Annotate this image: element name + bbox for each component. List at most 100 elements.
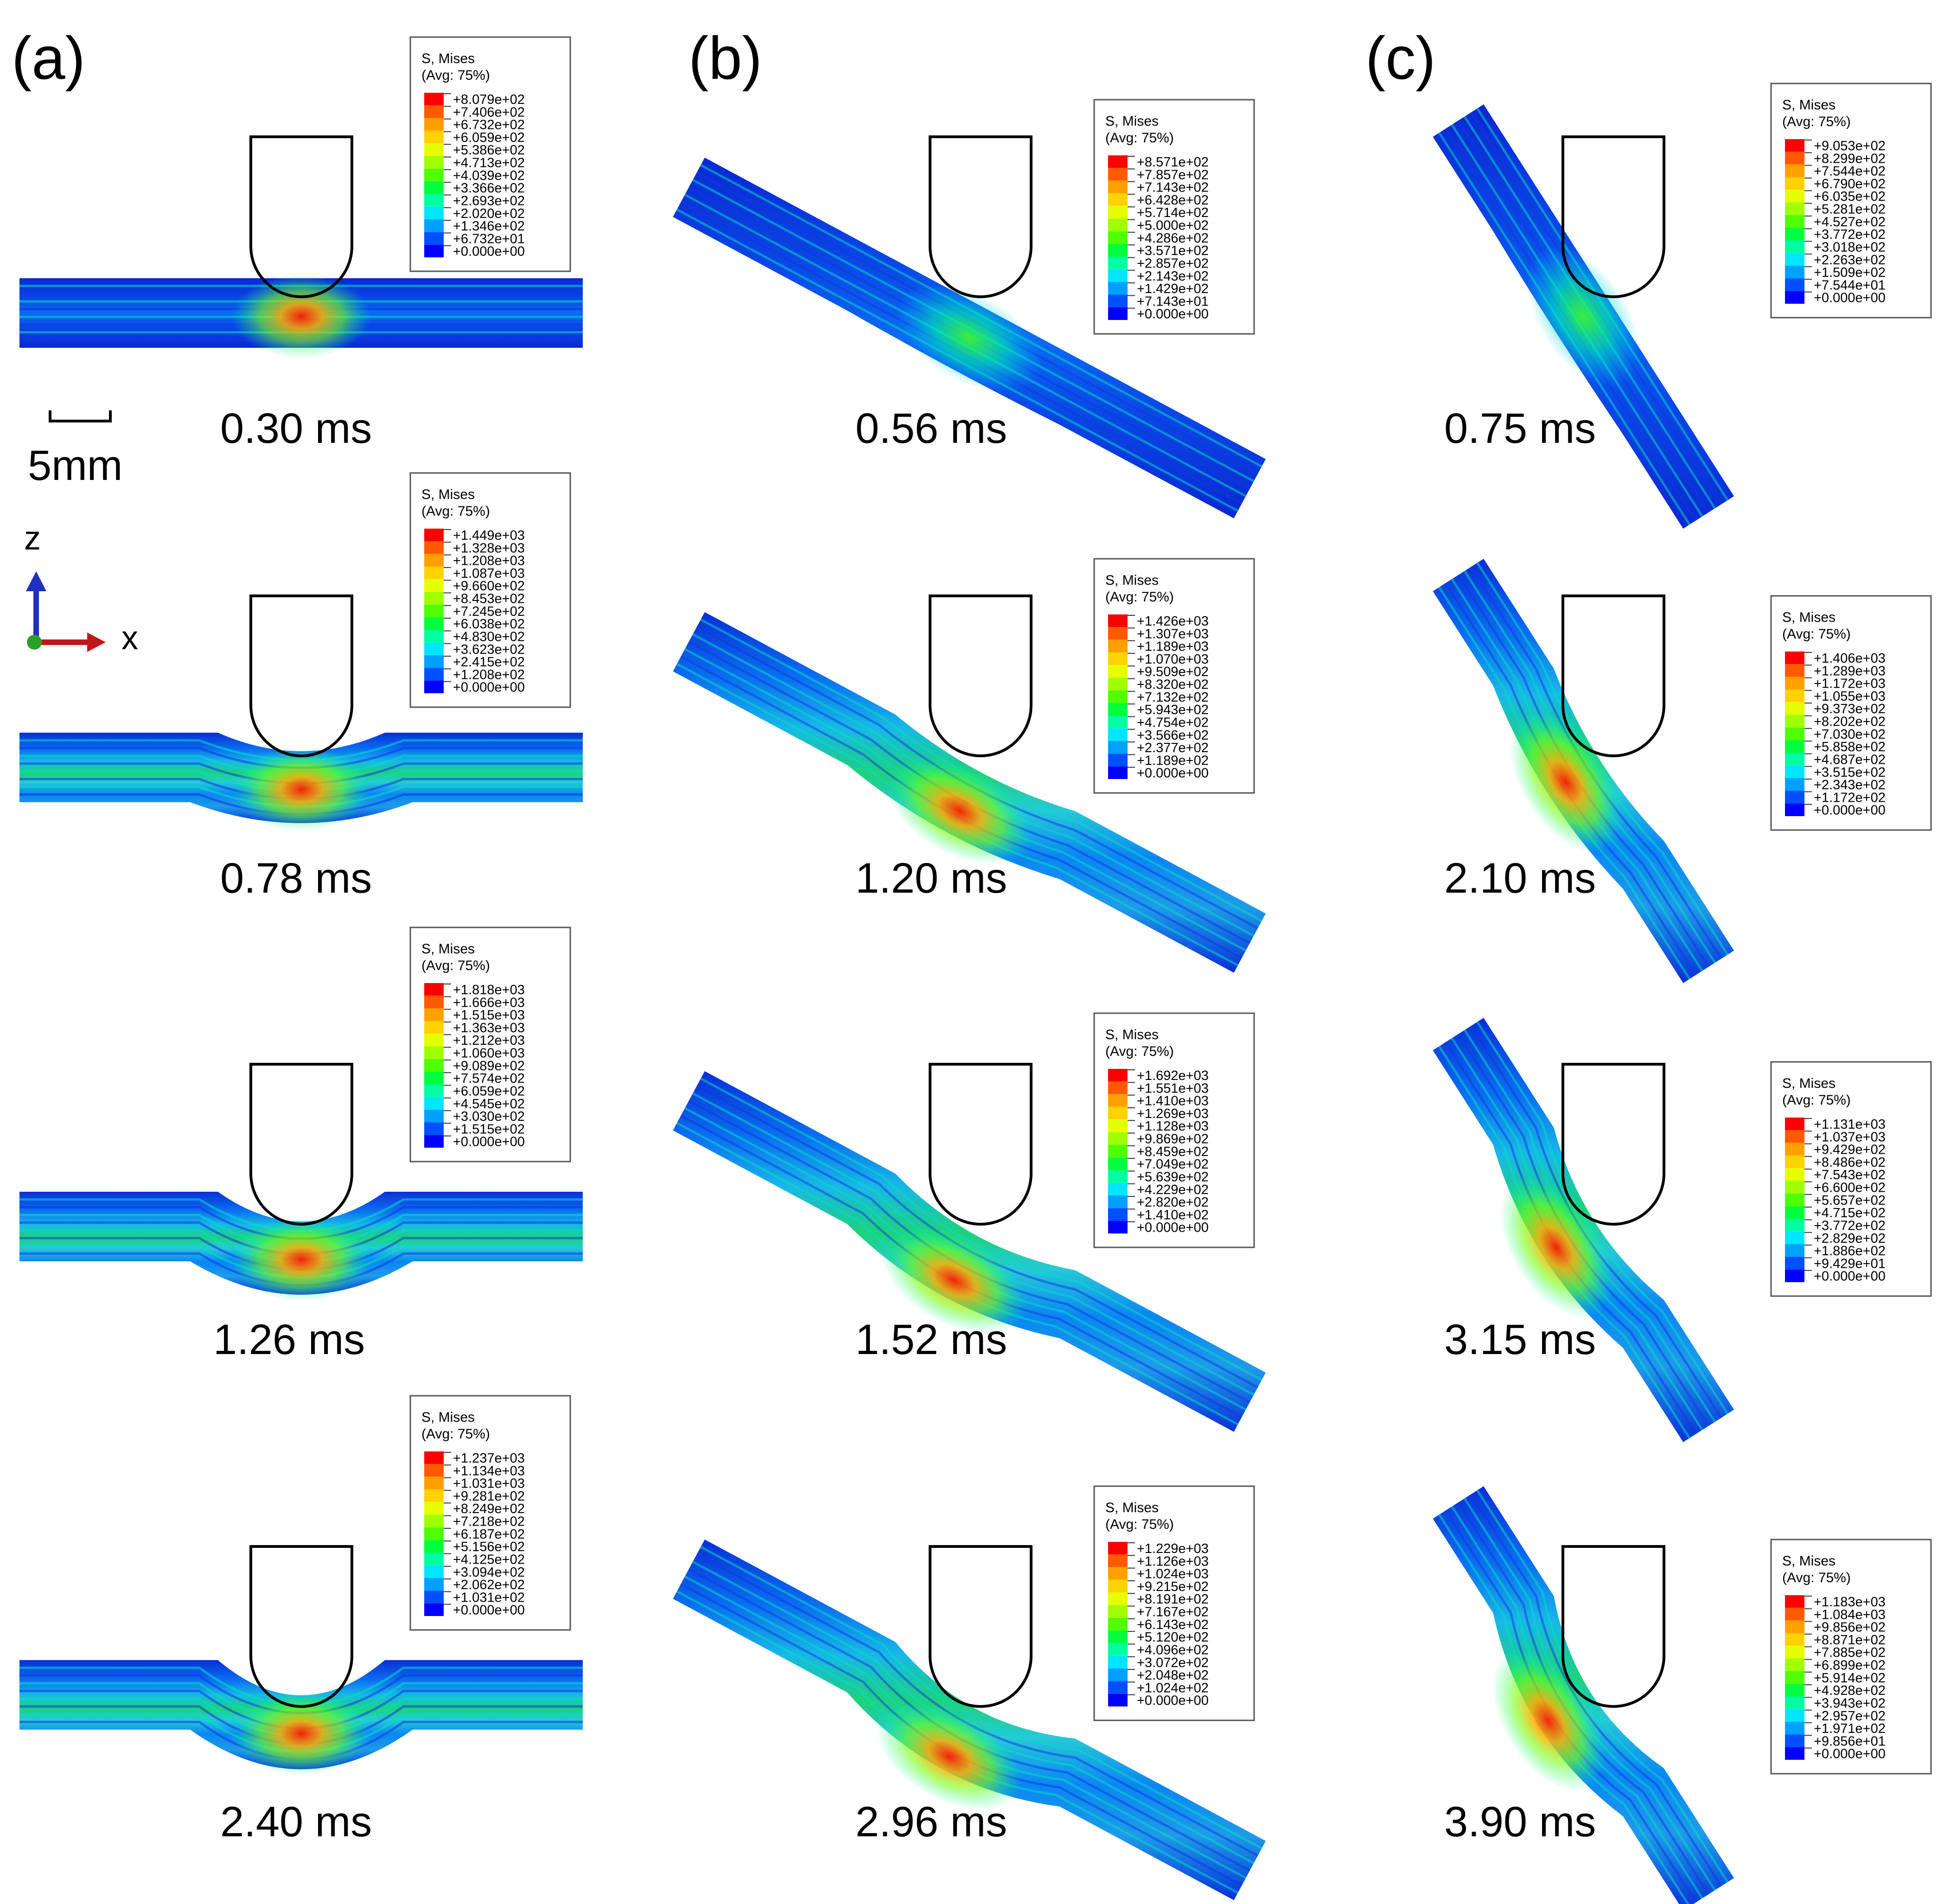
legend-color-swatch [1108, 1668, 1128, 1681]
legend-color-swatch [424, 1476, 444, 1489]
time-label: 3.90 ms [1444, 1798, 1596, 1846]
legend-value: +3.772e+02 [1814, 1218, 1886, 1233]
legend-value: +1.886e+02 [1814, 1244, 1886, 1259]
legend-value: +7.574e+02 [453, 1071, 525, 1086]
z-axis-label: z [24, 520, 41, 557]
legend-color-swatch [1785, 177, 1804, 190]
time-label: 0.56 ms [855, 405, 1007, 452]
legend-color-swatch [1108, 690, 1128, 703]
legend-value: +8.459e+02 [1137, 1144, 1209, 1159]
legend-value: +2.263e+02 [1814, 253, 1886, 268]
legend-value: +1.183e+03 [1814, 1595, 1886, 1610]
legend-color-swatch [1108, 294, 1128, 307]
legend-color-swatch [424, 93, 444, 106]
legend-color-swatch [1108, 244, 1128, 257]
legend-value: +3.515e+02 [1814, 765, 1886, 780]
legend-value: +3.018e+02 [1814, 240, 1886, 255]
legend-color-swatch [1785, 689, 1804, 703]
legend-color-swatch [424, 655, 444, 668]
legend-color-swatch [1108, 639, 1128, 652]
ply-layer-line [700, 1546, 1262, 1850]
legend-value: +1.060e+03 [453, 1046, 525, 1061]
legend-value: +2.415e+02 [453, 655, 525, 670]
legend-value: +1.410e+03 [1137, 1094, 1209, 1109]
stress-concentration [1509, 711, 1622, 853]
legend-value: +5.386e+02 [453, 143, 525, 158]
legend-value: +8.453e+02 [453, 592, 525, 607]
legend-color-swatch [1108, 1170, 1128, 1183]
legend-color-swatch [1108, 193, 1128, 206]
legend-value: +4.286e+02 [1137, 231, 1209, 246]
legend-color-swatch [1108, 741, 1128, 754]
panel-label: (b) [688, 24, 762, 92]
legend-color-swatch [1785, 664, 1804, 677]
legend-value: +7.143e+01 [1137, 294, 1209, 309]
legend-color-swatch [1785, 1595, 1804, 1608]
legend-color-swatch [424, 143, 444, 156]
legend-color-swatch [1108, 231, 1128, 244]
legend-subtitle: (Avg: 75%) [1782, 1570, 1851, 1585]
legend-color-swatch [1108, 206, 1128, 219]
legend-value: +9.281e+02 [453, 1489, 525, 1504]
legend-color-swatch [424, 244, 444, 257]
legend-color-swatch [1108, 614, 1128, 627]
legend-color-swatch [424, 680, 444, 693]
indenter-outline [1562, 135, 1665, 298]
legend-value: +1.509e+02 [1814, 265, 1886, 280]
legend-value: +3.366e+02 [453, 181, 525, 196]
legend-value: +2.829e+02 [1814, 1231, 1886, 1246]
legend-value: +7.857e+02 [1137, 167, 1209, 182]
legend-color-swatch [1785, 740, 1804, 753]
legend-color-swatch [1108, 716, 1128, 728]
legend-color-swatch [1108, 1554, 1128, 1567]
legend-value: +1.084e+03 [1814, 1607, 1886, 1622]
time-label: 1.52 ms [855, 1316, 1007, 1363]
legend-color-swatch [424, 1502, 444, 1515]
legend-value: +8.079e+02 [453, 92, 525, 107]
legend-color-swatch [1785, 1181, 1804, 1194]
indenter-outline [249, 1545, 353, 1708]
legend-value: +7.885e+02 [1814, 1645, 1886, 1660]
legend-title: S, Mises [1105, 114, 1159, 129]
legend-color-swatch [424, 1464, 444, 1477]
legend-color-swatch [1108, 1157, 1128, 1170]
legend-color-swatch [424, 668, 444, 681]
legend-value: +2.048e+02 [1137, 1668, 1209, 1683]
legend-value: +1.037e+03 [1814, 1130, 1886, 1144]
stress-concentration [897, 284, 1042, 392]
legend-title: S, Mises [1782, 610, 1836, 625]
legend-color-swatch [1785, 253, 1804, 266]
legend-value: +2.857e+02 [1137, 256, 1209, 271]
legend-color-swatch [1785, 278, 1804, 291]
legend-value: +8.320e+02 [1137, 677, 1209, 692]
origin-dot [27, 635, 42, 650]
legend-value: +1.666e+03 [453, 995, 525, 1010]
legend-color-swatch [1785, 1130, 1804, 1143]
legend-value: +3.566e+02 [1137, 728, 1209, 743]
legend-value: +1.515e+02 [453, 1122, 525, 1137]
time-label: 0.78 ms [220, 855, 372, 902]
legend-color-swatch [1108, 1579, 1128, 1593]
legend-color-swatch [1785, 652, 1804, 664]
legend-value: +7.218e+02 [453, 1514, 525, 1529]
legend-color-swatch [1785, 1646, 1804, 1659]
frame: S, Mises(Avg: 75%)+1.818e+03+1.666e+03+1… [19, 926, 583, 1363]
legend-value: +1.070e+03 [1137, 652, 1209, 667]
legend-value: +3.571e+02 [1137, 243, 1209, 258]
legend-subtitle: (Avg: 75%) [421, 1426, 490, 1442]
legend-color-swatch [1108, 282, 1128, 295]
legend-subtitle: (Avg: 75%) [1105, 1044, 1174, 1059]
legend-value: +8.202e+02 [1814, 715, 1886, 729]
panel-a: (a)S, Mises(Avg: 75%)+8.079e+02+7.406e+0… [12, 24, 583, 1846]
legend-value: +1.229e+03 [1137, 1541, 1209, 1556]
legend-color-swatch [424, 168, 444, 182]
legend-value: +7.143e+02 [1137, 180, 1209, 195]
legend-color-swatch [1785, 1269, 1804, 1282]
legend-value: +3.772e+02 [1814, 227, 1886, 242]
legend-color-swatch [1785, 1684, 1804, 1697]
legend-value: +7.543e+02 [1814, 1168, 1886, 1182]
legend-color-swatch [424, 996, 444, 1009]
legend-color-swatch [424, 1591, 444, 1604]
frame: S, Mises(Avg: 75%)+1.229e+03+1.126e+03+1… [673, 1485, 1266, 1900]
legend-value: +1.189e+03 [1137, 639, 1209, 654]
